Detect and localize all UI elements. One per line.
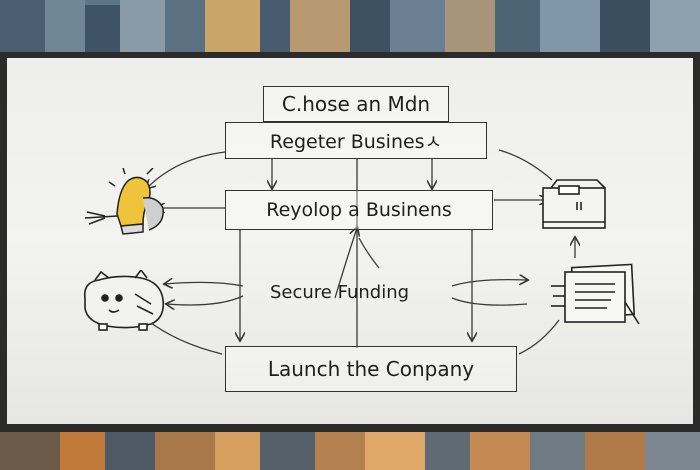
step-launch-label: Launch the Conpany — [267, 357, 475, 381]
whiteboard-frame: C.hose an Mdn Regeter Businesㅅ Reyolop a… — [0, 52, 700, 432]
arrow-funding-develop-b — [358, 237, 380, 269]
step-funding-label: Secure Funding — [270, 282, 410, 303]
arrow-funding-documents-top — [451, 280, 527, 287]
arrow-register-idea — [147, 151, 226, 188]
arrow-funding-documents-bottom — [451, 297, 528, 306]
step-develop-label: Reyolop a Businens — [266, 199, 452, 221]
step-choose-box: C.hose an Mdn — [263, 86, 449, 122]
step-register-label: Regeter Businesㅅ — [269, 131, 443, 153]
arrow-funding-savings-top — [165, 282, 244, 286]
printer-icon — [542, 179, 606, 229]
arrow-launch-documents — [518, 319, 560, 355]
documents-icon — [551, 263, 640, 325]
arrow-funding-develop-a — [334, 228, 357, 299]
arrow-launch-savings — [146, 319, 223, 355]
step-register-box: Regeter Businesㅅ — [225, 122, 487, 159]
step-choose-label: C.hose an Mdn — [281, 92, 431, 116]
lightbulb-icon — [84, 168, 164, 235]
piggy-bank-icon — [83, 270, 165, 331]
whiteboard-surface: C.hose an Mdn Regeter Businesㅅ Reyolop a… — [7, 58, 693, 424]
arrow-register-office — [498, 149, 553, 181]
step-launch-box: Launch the Conpany — [225, 346, 517, 392]
step-develop-box: Reyolop a Businens — [225, 190, 493, 230]
arrow-funding-savings-bottom — [167, 295, 244, 305]
